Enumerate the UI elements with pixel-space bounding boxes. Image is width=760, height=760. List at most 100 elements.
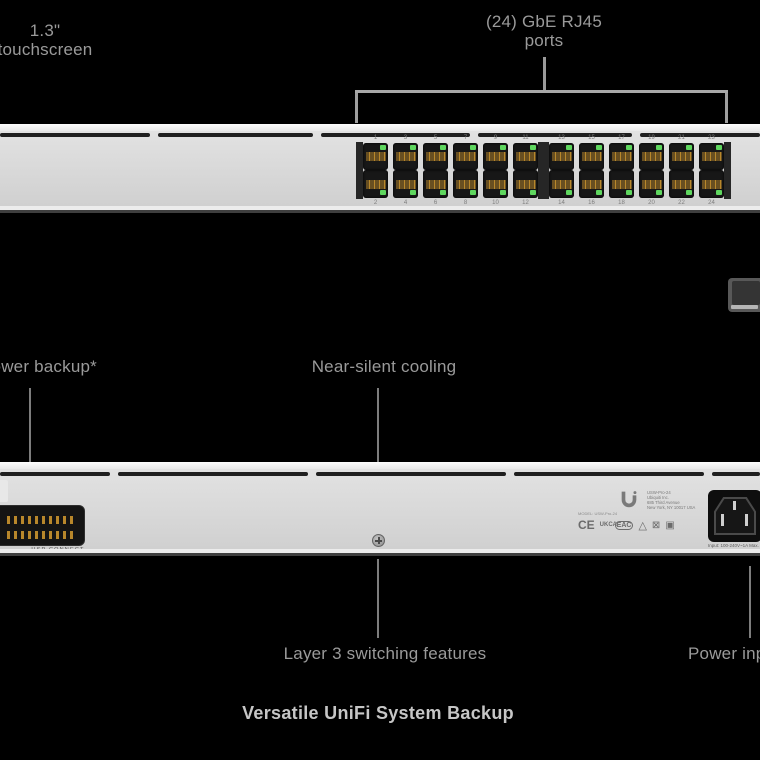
port-led	[440, 145, 446, 150]
usp-pin	[63, 531, 66, 539]
rj45-port	[579, 170, 604, 198]
usp-pin	[35, 531, 38, 539]
back-bottom-edge	[0, 553, 760, 556]
port-number: 24	[708, 200, 715, 206]
rj45-pins	[456, 152, 475, 161]
section-heading: Versatile UniFi System Backup	[242, 703, 514, 723]
port-led	[626, 190, 632, 195]
power-input-callout-label: Power input	[688, 644, 760, 663]
rj45-pins	[426, 152, 445, 161]
vent-slot	[158, 133, 313, 137]
port-led	[686, 145, 692, 150]
port-number: 3	[403, 135, 408, 141]
port-led	[626, 145, 632, 150]
port-number: 13	[558, 135, 565, 141]
rj45-port	[699, 143, 724, 170]
cert-mark-icon: ⊠	[651, 519, 661, 531]
port-number: 12	[522, 200, 529, 206]
port-led	[500, 145, 506, 150]
rj45-port	[579, 143, 604, 170]
power-backup-callout-label: Power backup*	[0, 357, 97, 376]
rj45-port	[549, 170, 574, 198]
usp-pin	[28, 516, 31, 524]
port-number: 2	[373, 200, 378, 206]
power-rating-text: Input: 100-240V~1A Max. 50/60 Hz	[708, 543, 760, 548]
usp-pin	[42, 531, 45, 539]
front-top-strip	[0, 124, 760, 131]
port-led	[500, 190, 506, 195]
display-callout-label: 1.3" touchscreen	[0, 21, 130, 59]
c14-left-pin	[721, 514, 724, 526]
rj45-pins	[582, 152, 601, 161]
rj45-pins	[672, 152, 691, 161]
rj45-port	[699, 170, 724, 198]
rj45-pins	[672, 180, 691, 189]
rj45-pins	[702, 180, 721, 189]
port-led	[410, 145, 416, 150]
rj45-port	[423, 170, 448, 198]
vent-slot	[712, 472, 760, 476]
port-number: 22	[678, 200, 685, 206]
usp-pin	[49, 516, 52, 524]
port-number: 18	[618, 200, 625, 206]
rj45-port	[483, 143, 508, 170]
usp-pin	[70, 516, 73, 524]
c14-right-pin	[745, 514, 748, 526]
port-group-separator	[538, 142, 549, 199]
vent-slot	[640, 133, 760, 137]
rj45-port	[609, 143, 634, 170]
usp-pin	[14, 516, 17, 524]
usp-pin	[14, 531, 17, 539]
port-led	[656, 145, 662, 150]
rj45-port	[513, 143, 538, 170]
rj45-pins	[366, 152, 385, 161]
display-callout-line1: 1.3"	[29, 21, 61, 40]
rj45-port	[549, 143, 574, 170]
port-number: 15	[588, 135, 595, 141]
usp-pin	[21, 516, 24, 524]
port-led	[566, 190, 572, 195]
rj45-pins	[396, 180, 415, 189]
rj45-port	[609, 170, 634, 198]
port-number: 8	[463, 200, 468, 206]
usp-pin	[70, 531, 73, 539]
rj45-pins	[582, 180, 601, 189]
usp-pin	[35, 516, 38, 524]
rj45-port	[669, 143, 694, 170]
rj45-pins	[486, 152, 505, 161]
bracket-right-drop	[725, 93, 728, 123]
rj45-port	[393, 170, 418, 198]
port-number: 20	[648, 200, 655, 206]
rj45-port	[363, 170, 388, 198]
rj45-pins	[516, 152, 535, 161]
port-number: 14	[558, 200, 565, 206]
port-led	[470, 145, 476, 150]
usp-pin	[49, 531, 52, 539]
rj45-pins	[516, 180, 535, 189]
rj45-port	[393, 143, 418, 170]
port-number: 19	[648, 135, 655, 141]
rj45-pins	[486, 180, 505, 189]
back-top-strip	[0, 462, 760, 469]
rj45-port	[423, 143, 448, 170]
regulatory-text-line: USW-Pro-24	[647, 490, 671, 495]
rj45-port	[513, 170, 538, 198]
model-text: MODEL: USW-Pro-24	[578, 511, 618, 516]
usp-pin	[7, 516, 10, 524]
c14-ground-pin	[733, 501, 736, 510]
vent-slot	[514, 472, 704, 476]
port-led	[380, 190, 386, 195]
back-shadow	[0, 556, 760, 562]
port-area-right-edge	[724, 142, 731, 199]
port-number: 4	[403, 200, 408, 206]
front-bottom-lip	[0, 206, 760, 210]
port-number: 21	[678, 135, 685, 141]
port-area-left-edge	[356, 142, 363, 199]
port-led	[566, 145, 572, 150]
partial-image-fragment	[728, 278, 760, 312]
rj45-pins	[552, 180, 571, 189]
